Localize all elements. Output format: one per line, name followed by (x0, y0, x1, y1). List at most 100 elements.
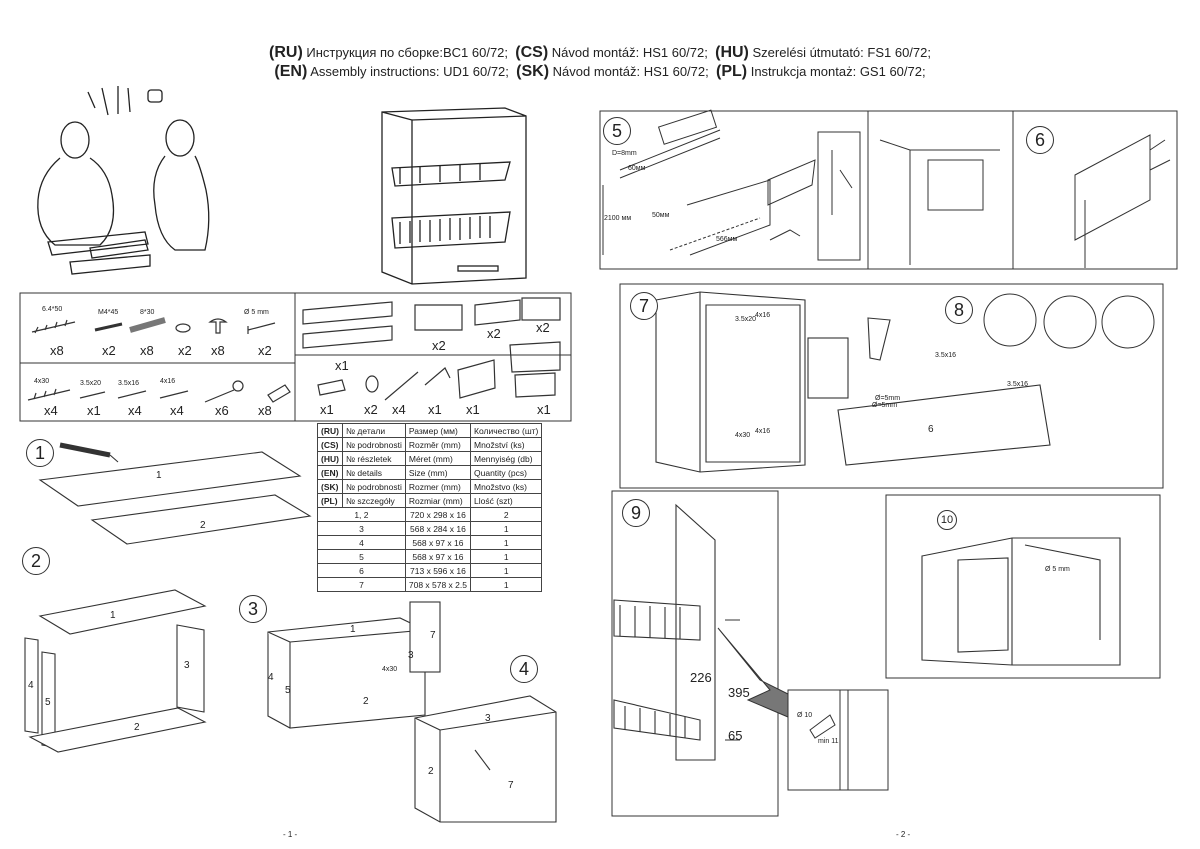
cam-pin-icon (208, 318, 228, 334)
bolt-icon (94, 322, 123, 332)
table-cell: Rozmer (mm) (404, 479, 472, 494)
table-cell: 1 (469, 577, 543, 592)
rail-icon (474, 299, 521, 326)
page-number: - 2 - (896, 830, 911, 839)
dim-label: 3.5x16 (935, 352, 957, 359)
piece-label: 6 (928, 424, 934, 435)
table-cell: Množství (ks) (469, 437, 543, 452)
dim-label: 395 (728, 685, 750, 700)
step5-wall-mount (602, 109, 861, 261)
lang-code: (EN) (274, 63, 308, 80)
piece-label: 2 (134, 722, 140, 733)
hw-qty: x2 (258, 343, 272, 358)
lang-code: (HU) (715, 44, 749, 61)
dim-label: 3.5x16 (1007, 381, 1029, 388)
dim-label: 4x16 (755, 312, 771, 319)
table-cell: 720 x 298 x 16 (404, 507, 472, 522)
hw-qty: x2 (487, 326, 501, 341)
hw-qty: x6 (215, 403, 229, 418)
header-line-1: (RU) Инструкция по сборке:BC1 60/72; (CS… (0, 44, 1200, 62)
piece-label: 3 (408, 650, 414, 661)
table-cell: (RU) (317, 423, 343, 438)
dim-label: 566мм (716, 236, 738, 243)
hw-qty: x2 (536, 320, 550, 335)
table-cell: Rozměr (mm) (404, 437, 472, 452)
screw-icon (31, 319, 76, 334)
hardware-icons (27, 297, 561, 403)
dim-label: 60мм (628, 165, 646, 172)
table-cell: Количество (шт) (469, 423, 543, 438)
piece-label: 3 (485, 713, 491, 724)
page-number: - 1 - (283, 830, 298, 839)
table-cell: 1 (469, 521, 543, 536)
washer-icon (175, 323, 191, 333)
cabinet-render-icon (381, 107, 527, 285)
dim-label: min 11 (818, 738, 839, 745)
table-cell: (PL) (317, 493, 343, 508)
screw-4x30-icon (27, 388, 71, 401)
dim-label: 226 (690, 670, 712, 685)
hw-qty: x1 (87, 403, 101, 418)
hw-qty: x1 (320, 402, 334, 417)
step-5-number: 5 (603, 117, 631, 145)
screw-label: 4x30 (382, 666, 398, 673)
hw-qty: x1 (428, 402, 442, 417)
piece-label: 2 (428, 766, 434, 777)
step7-cabinet (655, 291, 1051, 473)
step3-box (267, 601, 441, 729)
step-6-number: 6 (1026, 126, 1054, 154)
table-cell: 1, 2 (317, 507, 406, 522)
table-cell: 1 (469, 549, 543, 564)
table-cell: 568 x 97 x 16 (404, 535, 472, 550)
shelf-pin-icon (247, 322, 276, 334)
step-9-number: 9 (622, 499, 650, 527)
step10-cabinet (921, 537, 1121, 666)
hw-qty: x4 (170, 403, 184, 418)
table-cell: 7 (317, 577, 406, 592)
piece-label: 1 (156, 470, 162, 481)
screw-3.5x16-icon (117, 390, 147, 399)
table-cell: 5 (317, 549, 406, 564)
handle-icon (317, 379, 346, 396)
nail-head-icon (232, 380, 244, 392)
dim-label: D=8mm (612, 150, 637, 157)
lang-code: (SK) (516, 63, 550, 80)
hw-qty: x1 (335, 358, 349, 373)
step-1-number: 1 (26, 439, 54, 467)
step4-box (414, 695, 557, 823)
hw-qty: x8 (211, 343, 225, 358)
table-cell: (SK) (317, 479, 343, 494)
hw-qty: x2 (178, 343, 192, 358)
step1-boards (38, 442, 312, 545)
step8-hinges (983, 293, 1155, 349)
table-cell: Mennyiség (db) (469, 451, 543, 466)
hw-qty: x2 (432, 338, 446, 353)
piece-label: 2 (200, 520, 206, 531)
step6-adjust (1074, 134, 1171, 268)
table-cell: Размер (мм) (404, 423, 472, 438)
hw-qty: x4 (392, 402, 406, 417)
step-3-number: 3 (239, 595, 267, 623)
hinge-icon (457, 359, 496, 399)
hw-qty: x8 (140, 343, 154, 358)
header-line-2: (EN) Assembly instructions: UD1 60/72; (… (0, 63, 1200, 81)
hw-label: 3.5x20 (80, 380, 102, 387)
mounting-plate-icon (509, 341, 561, 398)
connector-icon (267, 384, 291, 403)
piece-label: 2 (363, 696, 369, 707)
table-cell: Méret (mm) (404, 451, 472, 466)
hw-qty: x4 (44, 403, 58, 418)
table-cell: 1 (469, 535, 543, 550)
hw-label: 6.4*50 (42, 306, 63, 313)
header-text: Szerelési útmutató: FS1 60/72; (752, 45, 931, 60)
table-cell: Množstvo (ks) (469, 479, 543, 494)
